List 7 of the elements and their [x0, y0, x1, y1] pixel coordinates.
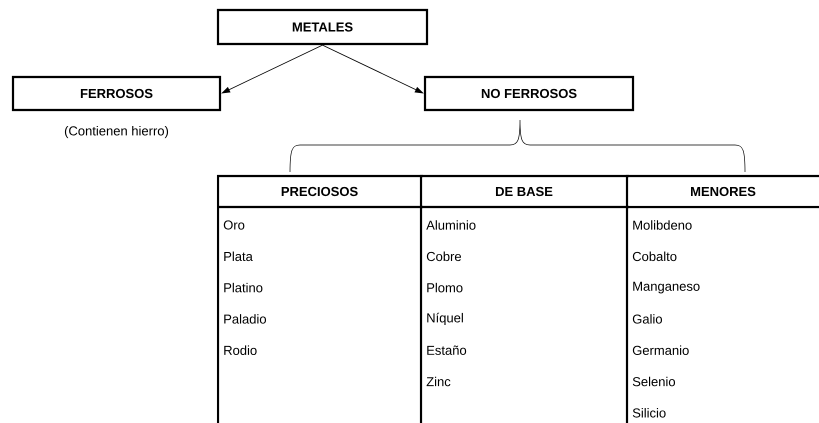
category-box: FERROSOS [12, 76, 222, 112]
table-column: DE BASE Aluminio Cobre Plomo Níquel Estaño Zinc [420, 174, 629, 423]
note-text: (Contienen hierro) [64, 126, 168, 138]
category-box: METALES [216, 8, 428, 46]
table-column: PRECIOSOS Oro Plata Platino Paladio Rodio [216, 174, 423, 423]
table-column: MENORES Molibdeno Cobalto Manganeso Galio Germanio Selenio Silicio [626, 174, 819, 423]
category-box: NO FERROSOS [424, 76, 634, 112]
